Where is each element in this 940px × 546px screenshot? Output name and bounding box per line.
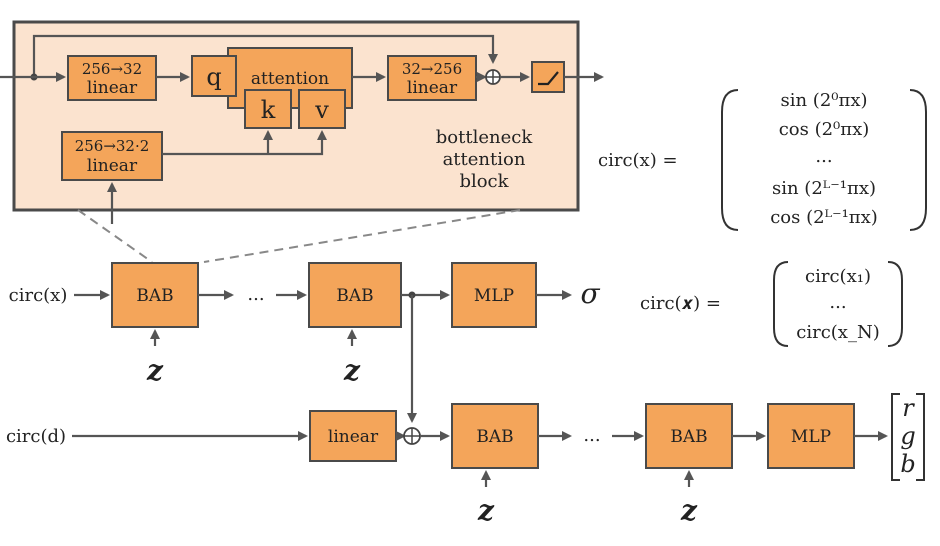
q-block: q xyxy=(191,55,237,97)
eq2-row2: ... xyxy=(829,292,846,313)
out-linear-label: linear xyxy=(407,78,458,98)
sum-node xyxy=(485,69,501,85)
q-label: q xyxy=(206,63,221,91)
k-block: k xyxy=(244,89,292,129)
eq2-row3: circ(x_N) xyxy=(796,322,879,343)
row1-dots: ... xyxy=(247,284,264,305)
output-b: b xyxy=(900,450,915,478)
mlp-block-1-label: MLP xyxy=(474,286,514,306)
activation-icon xyxy=(531,61,565,93)
eq1-row1: sin (2⁰πx) xyxy=(780,90,867,111)
mlp-block-1: MLP xyxy=(451,262,537,328)
in-linear-block: 256→32 linear xyxy=(67,55,157,101)
bab-block-4: BAB xyxy=(645,403,733,469)
sum-node-2 xyxy=(403,427,421,445)
bab-detail-panel: 256→32 linear attention q k v 32→256 lin… xyxy=(0,20,604,224)
out-linear-block: 32→256 linear xyxy=(387,55,477,101)
row2-dots: ... xyxy=(583,425,600,446)
input-circ-x: circ(x) xyxy=(9,285,68,306)
v-block: v xyxy=(298,89,346,129)
eq1-row2: cos (2⁰πx) xyxy=(779,119,870,140)
bab-block-3: BAB xyxy=(451,403,539,469)
equation-circ-x: circ(x) = sin (2⁰πx) cos (2⁰πx) ... sin … xyxy=(598,89,927,231)
in-linear-label: linear xyxy=(87,78,138,98)
eq1-row5: cos (2ᴸ⁻¹πx) xyxy=(770,207,878,228)
zoom-line-right xyxy=(203,209,521,263)
linear-block-main-label: linear xyxy=(328,427,379,447)
z-input-4: z xyxy=(680,494,698,527)
out-linear-dims: 32→256 xyxy=(402,60,462,78)
eq1-lhs: circ(x) = xyxy=(598,150,678,171)
bab-caption-line2: attention xyxy=(443,149,526,170)
equation-circ-bold-x: circ(𝒙) = circ(x₁) ... circ(x_N) xyxy=(640,261,903,347)
bab-block-2: BAB xyxy=(308,262,402,328)
eq2-lhs: circ(𝒙) = xyxy=(640,293,721,314)
in-linear-dims: 256→32 xyxy=(82,60,142,78)
mlp-block-2-label: MLP xyxy=(791,427,831,447)
z-input-2: z xyxy=(343,354,361,387)
input-circ-d: circ(d) xyxy=(6,426,66,447)
zoom-line-left xyxy=(77,209,153,263)
linear-block-main: linear xyxy=(309,410,397,462)
eq1-row4: sin (2ᴸ⁻¹πx) xyxy=(772,178,876,199)
z-input-3: z xyxy=(477,494,495,527)
attention-label: attention xyxy=(251,69,329,89)
output-r: r xyxy=(902,394,915,422)
eq1-row3: ... xyxy=(815,146,832,167)
bab-block-4-label: BAB xyxy=(670,427,707,447)
v-label: v xyxy=(314,96,329,124)
z-linear-label: linear xyxy=(87,156,138,176)
k-label: k xyxy=(261,96,276,124)
bab-caption-line3: block xyxy=(459,171,509,192)
bab-block-2-label: BAB xyxy=(336,286,373,306)
sigma-output: σ xyxy=(580,277,600,310)
z-linear-dims: 256→32·2 xyxy=(75,137,150,155)
mlp-block-2: MLP xyxy=(767,403,855,469)
rgb-output-vector: r g b xyxy=(891,393,925,481)
eq2-row1: circ(x₁) xyxy=(805,266,871,287)
bab-block-1-label: BAB xyxy=(136,286,173,306)
bab-block-1: BAB xyxy=(111,262,199,328)
bab-caption-line1: bottleneck xyxy=(436,127,534,148)
z-input-1: z xyxy=(146,354,164,387)
output-g: g xyxy=(900,422,915,450)
z-linear-block: 256→32·2 linear xyxy=(61,131,163,181)
bab-block-3-label: BAB xyxy=(476,427,513,447)
